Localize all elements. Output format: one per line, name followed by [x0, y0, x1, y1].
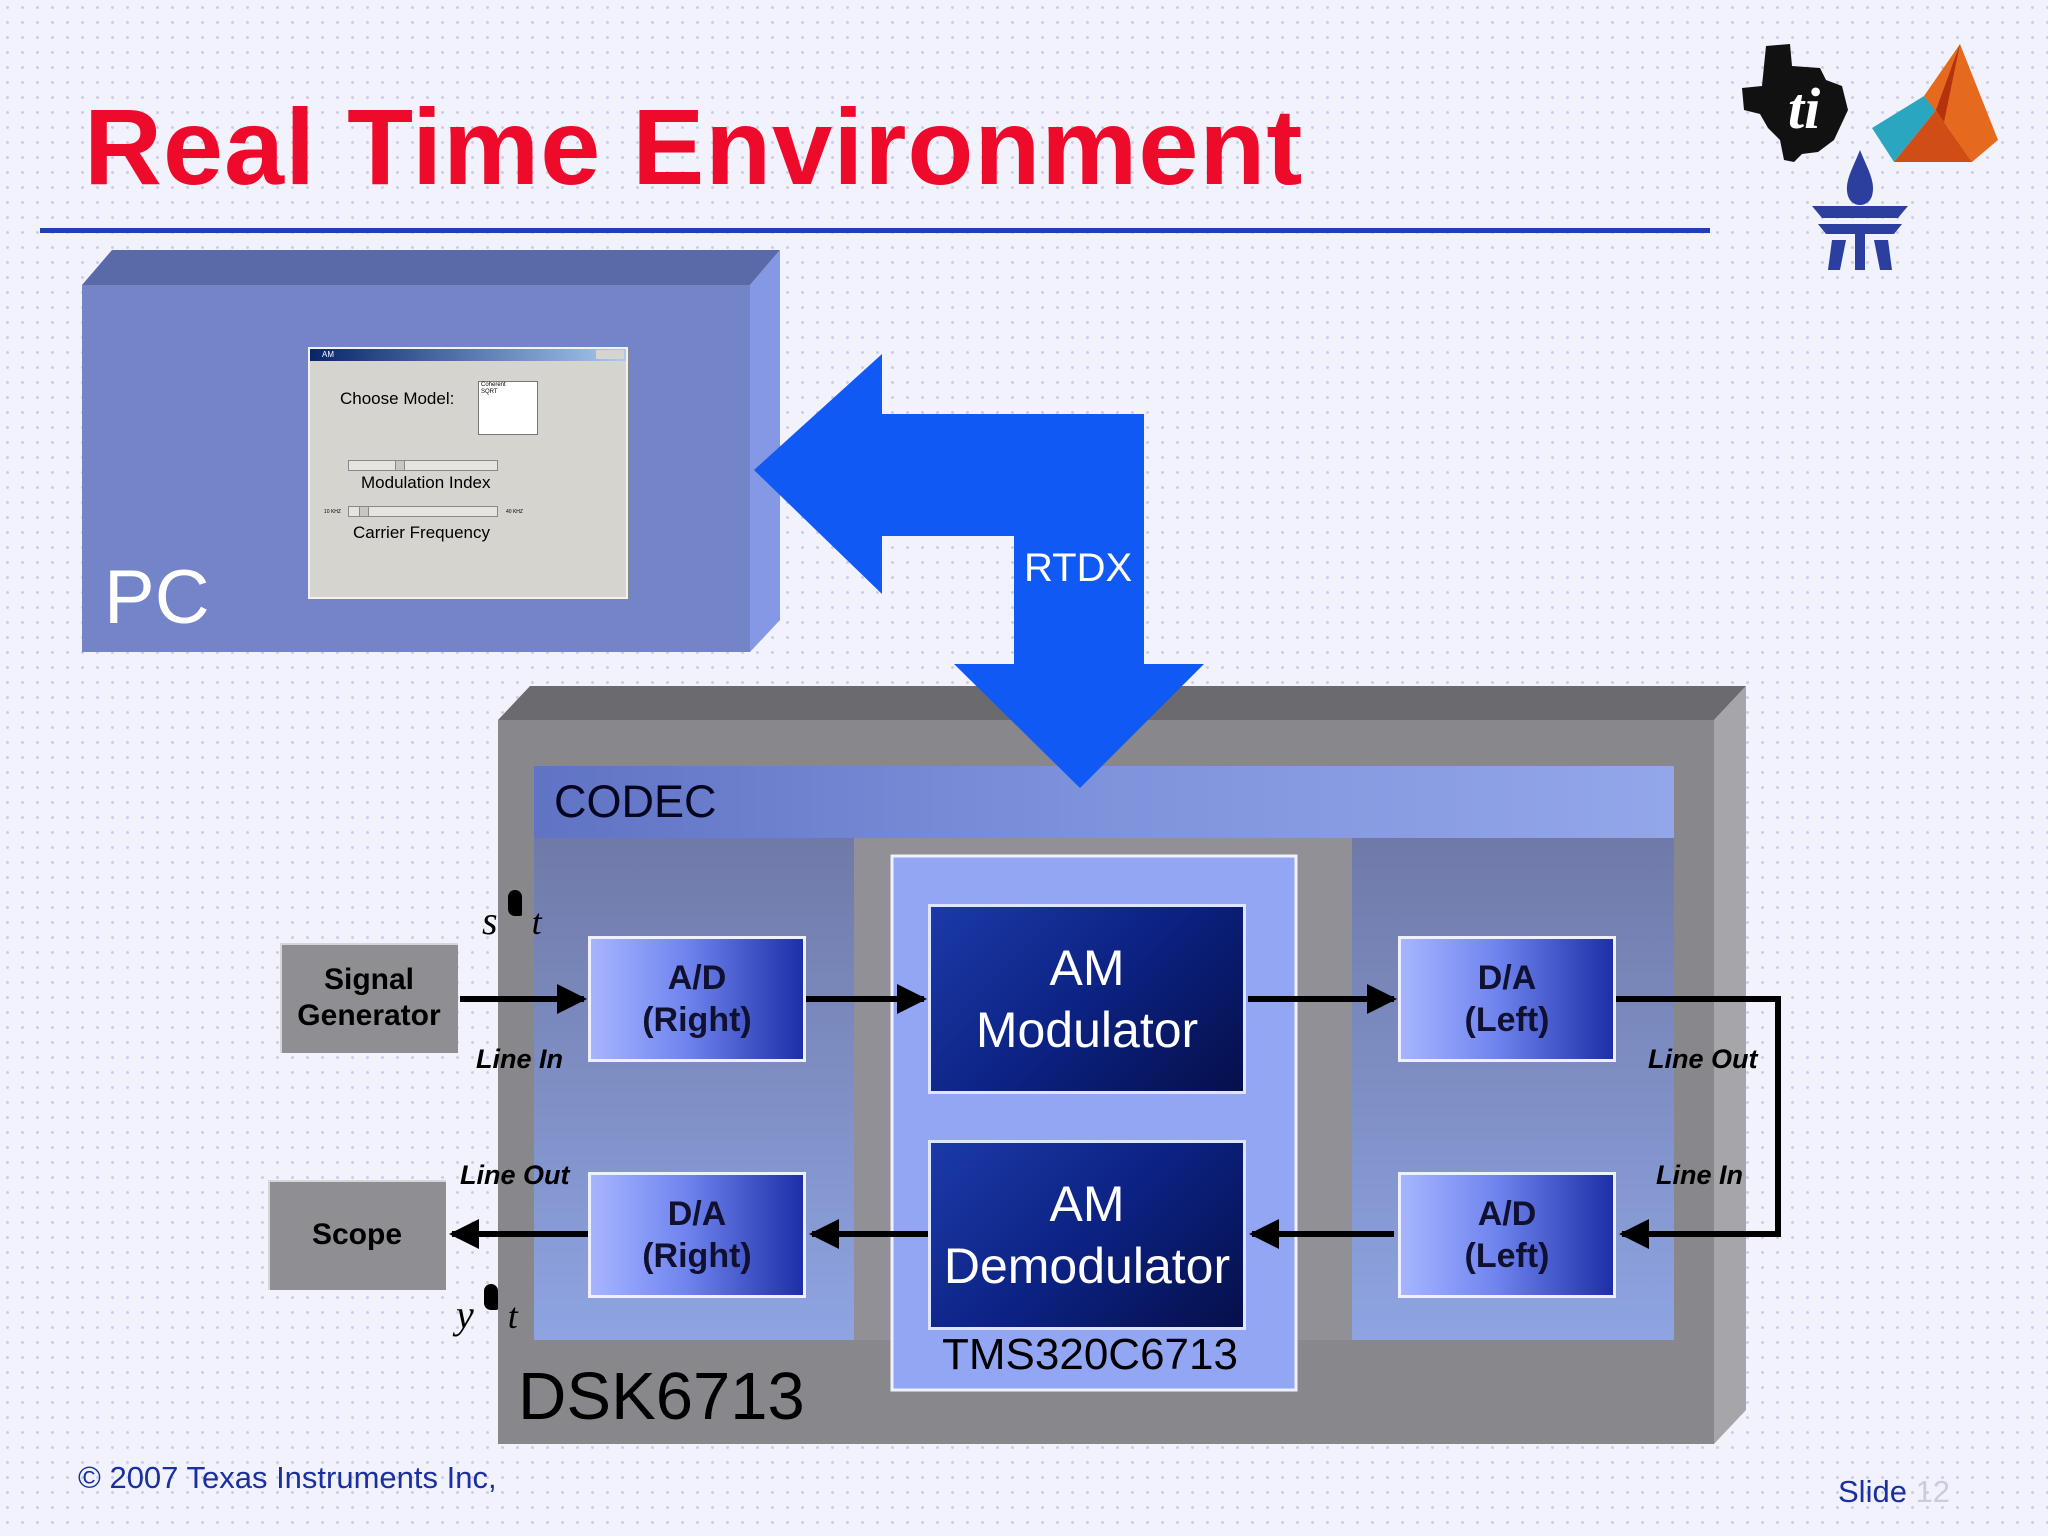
carrier-frequency-slider[interactable]: [348, 506, 498, 517]
am-modulator-block: AM Modulator: [928, 904, 1246, 1094]
gui-title-bar: AM: [310, 349, 626, 361]
carrier-max-label: 40 KHZ: [506, 509, 523, 515]
gui-window-controls[interactable]: [596, 350, 624, 359]
am-demodulator-block: AM Demodulator: [928, 1140, 1246, 1330]
input-signal-paren-icon: [507, 890, 522, 916]
output-signal-time: t: [507, 1296, 518, 1336]
model-option-coherent[interactable]: Coherent: [481, 382, 506, 388]
da-left-title: D/A: [1477, 959, 1537, 997]
copyright: © 2007 Texas Instruments Inc,: [78, 1460, 497, 1495]
slide-label: Slide: [1838, 1474, 1907, 1509]
gui-window-title: AM: [322, 350, 334, 359]
input-signal-symbol: s t: [482, 890, 542, 944]
modulation-index-slider[interactable]: [348, 460, 498, 471]
am-modulator-title: AM: [1049, 940, 1125, 996]
signal-generator-line2: Generator: [297, 999, 441, 1032]
choose-model-label: Choose Model:: [340, 389, 455, 408]
ti-logo-icon: ti: [1742, 44, 1848, 162]
da-left-block: D/A (Left): [1398, 936, 1616, 1062]
am-demodulator-title: AM: [1049, 1176, 1125, 1232]
ad-left-subtitle: (Left): [1464, 1237, 1550, 1275]
dsk-label: DSK6713: [518, 1359, 805, 1434]
rtdx-arrow: [754, 354, 1204, 788]
modulation-index-thumb[interactable]: [395, 461, 405, 470]
model-listbox[interactable]: Coherent SQRT: [478, 381, 538, 435]
svg-text:ti: ti: [1788, 76, 1820, 141]
line-in-right-label: Line In: [1656, 1160, 1743, 1190]
scope-label: Scope: [311, 1218, 403, 1251]
da-right-subtitle: (Right): [642, 1237, 752, 1275]
university-emblem-icon: [1812, 150, 1908, 270]
logos: ti: [1742, 44, 1998, 270]
output-signal-letter: y: [456, 1292, 474, 1337]
carrier-frequency-label: Carrier Frequency: [353, 523, 490, 542]
da-left-subtitle: (Left): [1464, 1001, 1550, 1039]
codec-label: CODEC: [554, 776, 717, 827]
scope-block: Scope: [268, 1180, 446, 1290]
pc-label: PC: [104, 555, 210, 640]
ad-right-block: A/D (Right): [588, 936, 806, 1062]
da-right-block: D/A (Right): [588, 1172, 806, 1298]
output-signal-paren-icon: [483, 1284, 498, 1310]
da-right-title: D/A: [667, 1195, 727, 1233]
output-signal-symbol: y t: [456, 1284, 518, 1338]
ad-right-title: A/D: [667, 959, 727, 997]
input-signal-time: t: [531, 902, 542, 942]
matlab-logo-icon: [1872, 44, 1998, 162]
rtdx-label: RTDX: [1024, 546, 1133, 590]
line-out-left-label: Line Out: [460, 1160, 570, 1190]
slide-title: Real Time Environment: [84, 86, 1304, 207]
ad-left-block: A/D (Left): [1398, 1172, 1616, 1298]
carrier-frequency-thumb[interactable]: [359, 507, 369, 516]
am-gui-window: AM Choose Model: Coherent SQRT Modulatio…: [308, 347, 628, 599]
dsp-label: TMS320C6713: [942, 1330, 1238, 1379]
signal-arrows: [449, 984, 1781, 1249]
signal-generator-line1: Signal: [323, 963, 414, 996]
ad-left-title: A/D: [1477, 1195, 1537, 1233]
am-demodulator-subtitle: Demodulator: [943, 1238, 1231, 1294]
input-signal-letter: s: [482, 898, 498, 943]
modulation-index-label: Modulation Index: [361, 473, 491, 492]
model-option-sqrt[interactable]: SQRT: [481, 389, 498, 395]
ad-right-subtitle: (Right): [642, 1001, 752, 1039]
slide-number: 12: [1915, 1474, 1951, 1509]
line-out-right-label: Line Out: [1648, 1044, 1758, 1074]
carrier-min-label: 10 KHZ: [324, 509, 341, 515]
am-modulator-subtitle: Modulator: [975, 1002, 1199, 1058]
line-in-left-label: Line In: [476, 1044, 563, 1074]
slide-footer: Slide 12: [1838, 1474, 1950, 1510]
title-rule: [40, 228, 1710, 233]
